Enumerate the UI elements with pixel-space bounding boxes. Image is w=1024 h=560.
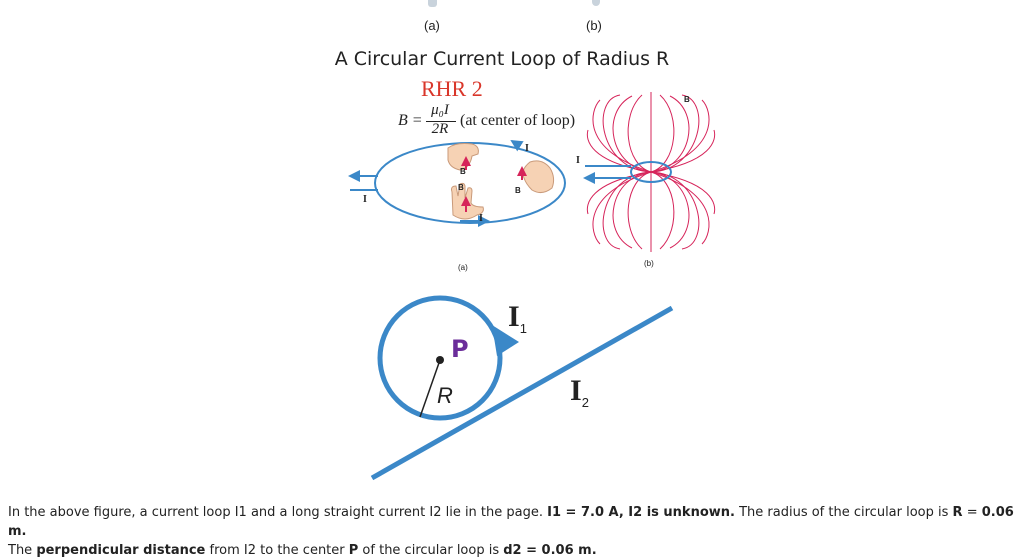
field-label: B — [458, 183, 464, 192]
field-label: B — [460, 167, 466, 176]
radius-line — [419, 359, 441, 418]
loop-b — [630, 161, 672, 183]
center-point — [436, 356, 444, 364]
field-lines-diagram-b — [586, 92, 716, 252]
formula-note: (at center of loop) — [460, 112, 576, 129]
right-hand-icon — [522, 160, 555, 194]
subfigure-label-a: (a) — [458, 263, 468, 272]
rhr-label: RHR 2 — [421, 76, 483, 101]
cropped-figure-stub — [428, 0, 437, 7]
problem-statement: In the above figure, a current loop I1 a… — [8, 503, 1022, 560]
problem-diagram — [370, 295, 674, 481]
problem-line-2: The perpendicular distance from I2 to th… — [8, 543, 597, 558]
formula-numerator: μ₀I — [431, 102, 449, 118]
field-label: B — [684, 95, 690, 104]
loop-diagram-a — [348, 139, 566, 227]
figure-label-b: (b) — [586, 18, 602, 33]
i1-label: I1 — [508, 300, 527, 336]
field-label: B — [515, 186, 521, 195]
figure-label-a: (a) — [424, 18, 440, 33]
current-direction-arrow — [492, 325, 519, 356]
current-loop-i1 — [377, 295, 503, 421]
formula-lhs: B = — [398, 112, 423, 129]
subfigure-label-b: (b) — [644, 259, 654, 268]
formula-denominator: 2R — [431, 121, 449, 137]
current-label: I — [363, 194, 367, 205]
problem-line-1: In the above figure, a current loop I1 a… — [8, 505, 1014, 539]
current-label: I — [576, 155, 580, 166]
slide-title: A Circular Current Loop of Radius R — [334, 48, 670, 70]
radius-label: R — [437, 383, 453, 408]
physics-figure — [348, 92, 716, 481]
current-label: I — [479, 213, 483, 224]
cropped-figure-stub — [592, 0, 600, 6]
point-p-label: P — [451, 335, 469, 363]
fraction-bar — [426, 121, 456, 122]
current-label: I — [525, 143, 529, 154]
straight-wire-i2 — [370, 305, 674, 481]
i2-label: I2 — [570, 374, 589, 410]
